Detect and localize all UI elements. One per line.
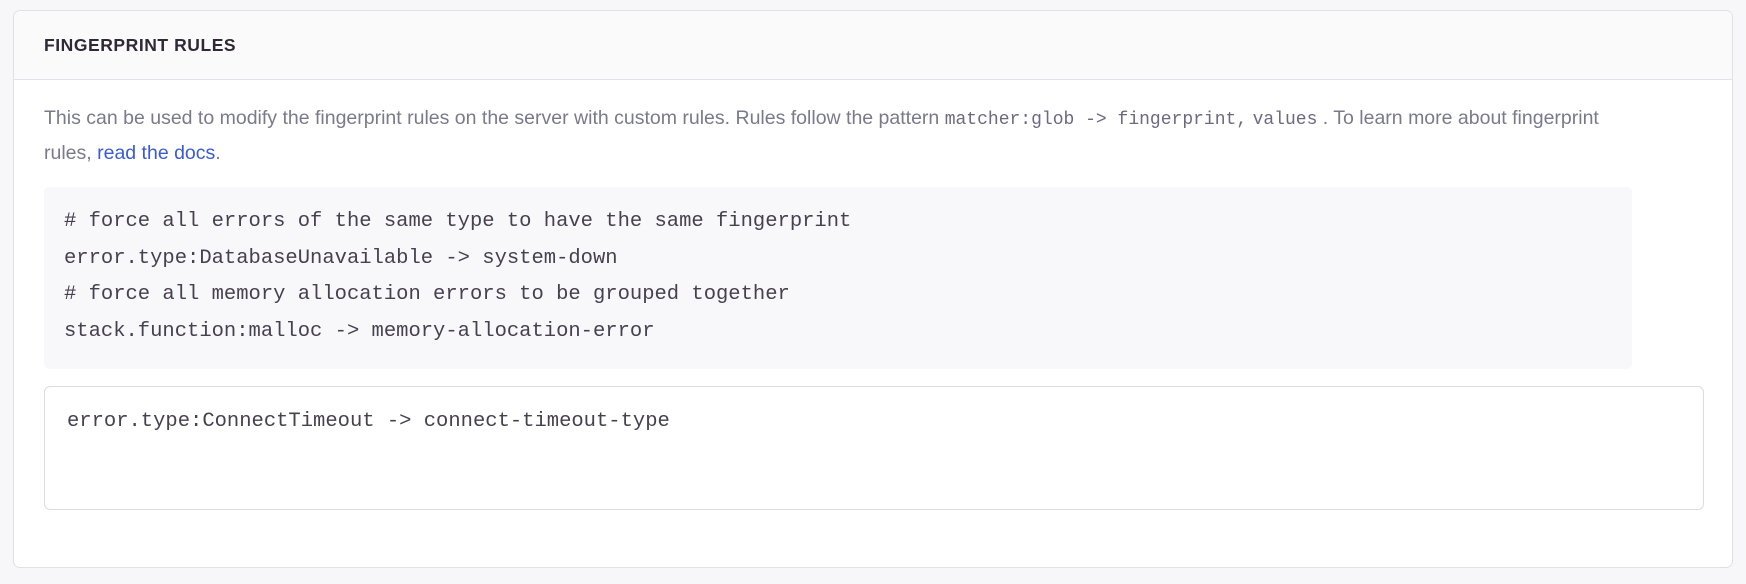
- fingerprint-rules-input[interactable]: error.type:ConnectTimeout -> connect-tim…: [44, 386, 1704, 510]
- code-sample-block: # force all errors of the same type to h…: [44, 187, 1632, 369]
- inline-code-pattern-2: values: [1252, 110, 1318, 130]
- read-the-docs-link[interactable]: read the docs: [97, 142, 216, 164]
- panel-description: This can be used to modify the fingerpri…: [44, 102, 1604, 170]
- description-text-part-1: This can be used to modify the fingerpri…: [44, 107, 945, 129]
- description-text-part-2: . To learn more about fingerprint rules,: [44, 107, 1599, 164]
- fingerprint-rules-panel: Fingerprint Rules This can be used to mo…: [13, 10, 1733, 568]
- inline-code-pattern-1: matcher:glob -> fingerprint,: [944, 110, 1248, 130]
- description-text-part-3: .: [215, 142, 221, 164]
- panel-header: Fingerprint Rules: [14, 11, 1732, 80]
- code-sample-text: # force all errors of the same type to h…: [64, 210, 852, 343]
- panel-body: This can be used to modify the fingerpri…: [14, 80, 1732, 510]
- page-title: Fingerprint Rules: [44, 34, 237, 55]
